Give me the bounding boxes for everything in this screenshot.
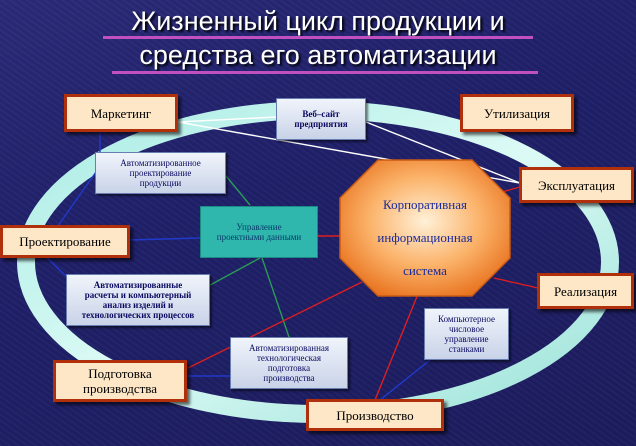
- tool-pdm-line-1: Управление: [236, 222, 282, 232]
- title-underline-2: [112, 71, 538, 74]
- stage-exploitation: Эксплуатация: [519, 167, 634, 203]
- stage-utilization: Утилизация: [460, 94, 574, 132]
- connector-design-pdm: [129, 237, 201, 241]
- stage-realization: Реализация: [537, 273, 634, 309]
- connector-pdm-capp: [261, 257, 291, 341]
- tool-cae: Автоматизированные расчеты и компьютерны…: [66, 274, 210, 326]
- stage-design-label: Проектирование: [19, 234, 111, 249]
- tool-cae-line-3: анализ изделий и: [102, 300, 174, 310]
- stage-exploitation-label: Эксплуатация: [537, 177, 616, 193]
- connector-exploitation-core: [501, 186, 521, 193]
- tool-capp: Автоматизированная технологическая подго…: [230, 337, 348, 389]
- tool-website-line-2: предприятия: [294, 119, 348, 129]
- connector-cad-pdm: [225, 175, 251, 206]
- stage-design: Проектирование: [0, 225, 130, 258]
- tool-cnc-line-3: управление: [444, 334, 489, 344]
- tool-capp-line-4: производства: [263, 373, 315, 383]
- stage-production-prep-line-2: производства: [82, 381, 158, 396]
- tool-cad-line-3: продукции: [139, 178, 182, 188]
- tool-pdm: Управление проектными данными: [200, 206, 318, 258]
- stage-production-prep: Подготовка производства: [53, 360, 187, 402]
- tool-cae-line-4: технологических процессов: [81, 310, 195, 320]
- tool-pdm-line-2: проектными данными: [216, 232, 302, 242]
- tool-website: Веб–сайт предприятия: [276, 98, 366, 140]
- stage-production-prep-line-1: Подготовка: [88, 366, 152, 381]
- core-label-line-1: Корпоративная: [383, 197, 467, 212]
- tool-capp-line-2: технологическая: [256, 353, 322, 363]
- title-line-2: средства его автоматизации: [139, 40, 497, 70]
- connector-website-exploitation: [365, 121, 521, 184]
- title-underline-1: [103, 36, 533, 39]
- tool-capp-line-3: подготовка: [267, 363, 311, 373]
- connector-prep-core: [187, 281, 363, 369]
- tool-website-line-1: Веб–сайт: [302, 109, 340, 119]
- stage-production: Производство: [306, 399, 444, 431]
- tool-cnc-line-1: Компьютерное: [438, 314, 495, 324]
- stage-utilization-label: Утилизация: [483, 105, 551, 121]
- stage-marketing: Маркетинг: [64, 94, 178, 132]
- stage-realization-label: Реализация: [553, 283, 618, 299]
- stage-marketing-label: Маркетинг: [90, 105, 152, 121]
- connector-production-core: [374, 293, 419, 401]
- core-label-line-2: информационная: [377, 230, 473, 245]
- tool-cae-line-1: Автоматизированные: [93, 280, 183, 290]
- core-octagon: [339, 159, 511, 297]
- tool-cnc-line-2: числовое: [448, 324, 485, 334]
- tool-capp-line-1: Автоматизированная: [248, 343, 330, 353]
- core-label-line-3: система: [403, 263, 447, 278]
- corporate-information-system: Корпоративная информационная система: [340, 160, 510, 296]
- tool-cad-line-2: проектирование: [129, 168, 192, 178]
- tool-cnc: Компьютерное числовое управление станкам…: [424, 308, 509, 360]
- connector-cad-design: [54, 171, 97, 231]
- connector-design-cae: [43, 254, 71, 281]
- connector-marketing-website: [177, 116, 277, 123]
- connector-production-cnc: [379, 359, 431, 401]
- title-line-1: Жизненный цикл продукции и: [131, 6, 505, 36]
- tool-cnc-line-4: станками: [448, 344, 485, 354]
- stage-production-label: Производство: [336, 407, 414, 423]
- connector-realization-core: [493, 277, 539, 289]
- tool-cad-line-1: Автоматизированное: [120, 158, 201, 168]
- tool-cad: Автоматизированное проектирование продук…: [95, 152, 226, 194]
- tool-cae-line-2: расчеты и компьютерный: [84, 290, 192, 300]
